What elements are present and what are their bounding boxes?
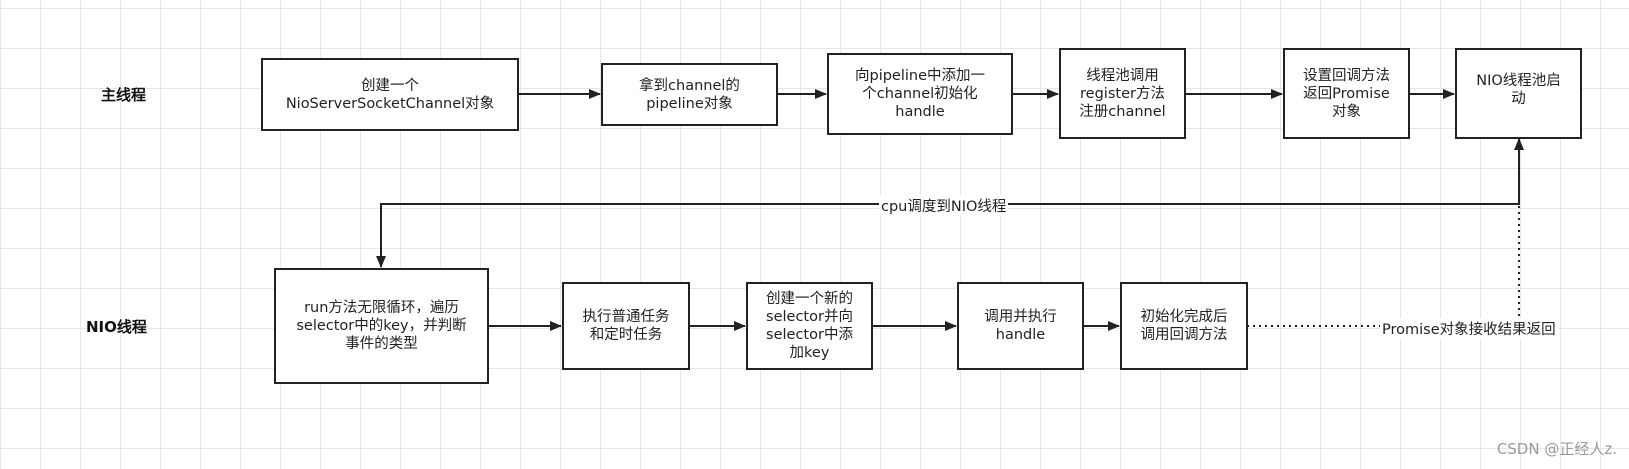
- node-new-selector-label: 创建一个新的 selector并向 selector中添 加key: [766, 291, 853, 361]
- node-add-handle: 向pipeline中添加一 个channel初始化 handle: [827, 53, 1013, 135]
- csdn-watermark: CSDN @正经人z.: [1496, 440, 1617, 458]
- node-get-pipeline-label: 拿到channel的 pipeline对象: [639, 77, 740, 112]
- node-exec-tasks-label: 执行普通任务 和定时任务: [582, 309, 670, 343]
- node-add-handle-label: 向pipeline中添加一 个channel初始化 handle: [854, 68, 986, 120]
- node-exec-tasks: 执行普通任务 和定时任务: [562, 282, 690, 370]
- node-call-handle: 调用并执行 handle: [957, 282, 1084, 370]
- node-set-callback: 设置回调方法 返回Promise 对象: [1283, 48, 1410, 139]
- node-set-callback-label: 设置回调方法 返回Promise 对象: [1303, 67, 1390, 120]
- node-new-selector: 创建一个新的 selector并向 selector中添 加key: [746, 282, 873, 370]
- edge-promise-return: [1247, 205, 1520, 327]
- node-create-channel: 创建一个 NioServerSocketChannel对象: [261, 58, 519, 131]
- node-init-done: 初始化完成后 调用回调方法: [1120, 282, 1248, 370]
- lane-label-main-thread: 主线程: [101, 86, 147, 104]
- edge-label-cpu-schedule: cpu调度到NIO线程: [879, 195, 1009, 216]
- node-nio-start: NIO线程池启 动: [1455, 48, 1582, 139]
- edge-label-promise-return: Promise对象接收结果返回: [1380, 318, 1558, 339]
- node-run-loop-label: run方法无限循环，遍历 selector中的key，并判断 事件的类型: [296, 300, 467, 352]
- node-run-loop: run方法无限循环，遍历 selector中的key，并判断 事件的类型: [274, 268, 489, 384]
- lane-label-nio-thread: NIO线程: [86, 318, 147, 336]
- node-register: 线程池调用 register方法 注册channel: [1059, 48, 1186, 139]
- node-register-label: 线程池调用 register方法 注册channel: [1079, 67, 1166, 120]
- node-create-channel-label: 创建一个 NioServerSocketChannel对象: [285, 77, 495, 112]
- node-init-done-label: 初始化完成后 调用回调方法: [1140, 309, 1228, 343]
- node-call-handle-label: 调用并执行 handle: [984, 309, 1057, 343]
- node-nio-start-label: NIO线程池启 动: [1476, 73, 1561, 107]
- node-get-pipeline: 拿到channel的 pipeline对象: [601, 63, 778, 126]
